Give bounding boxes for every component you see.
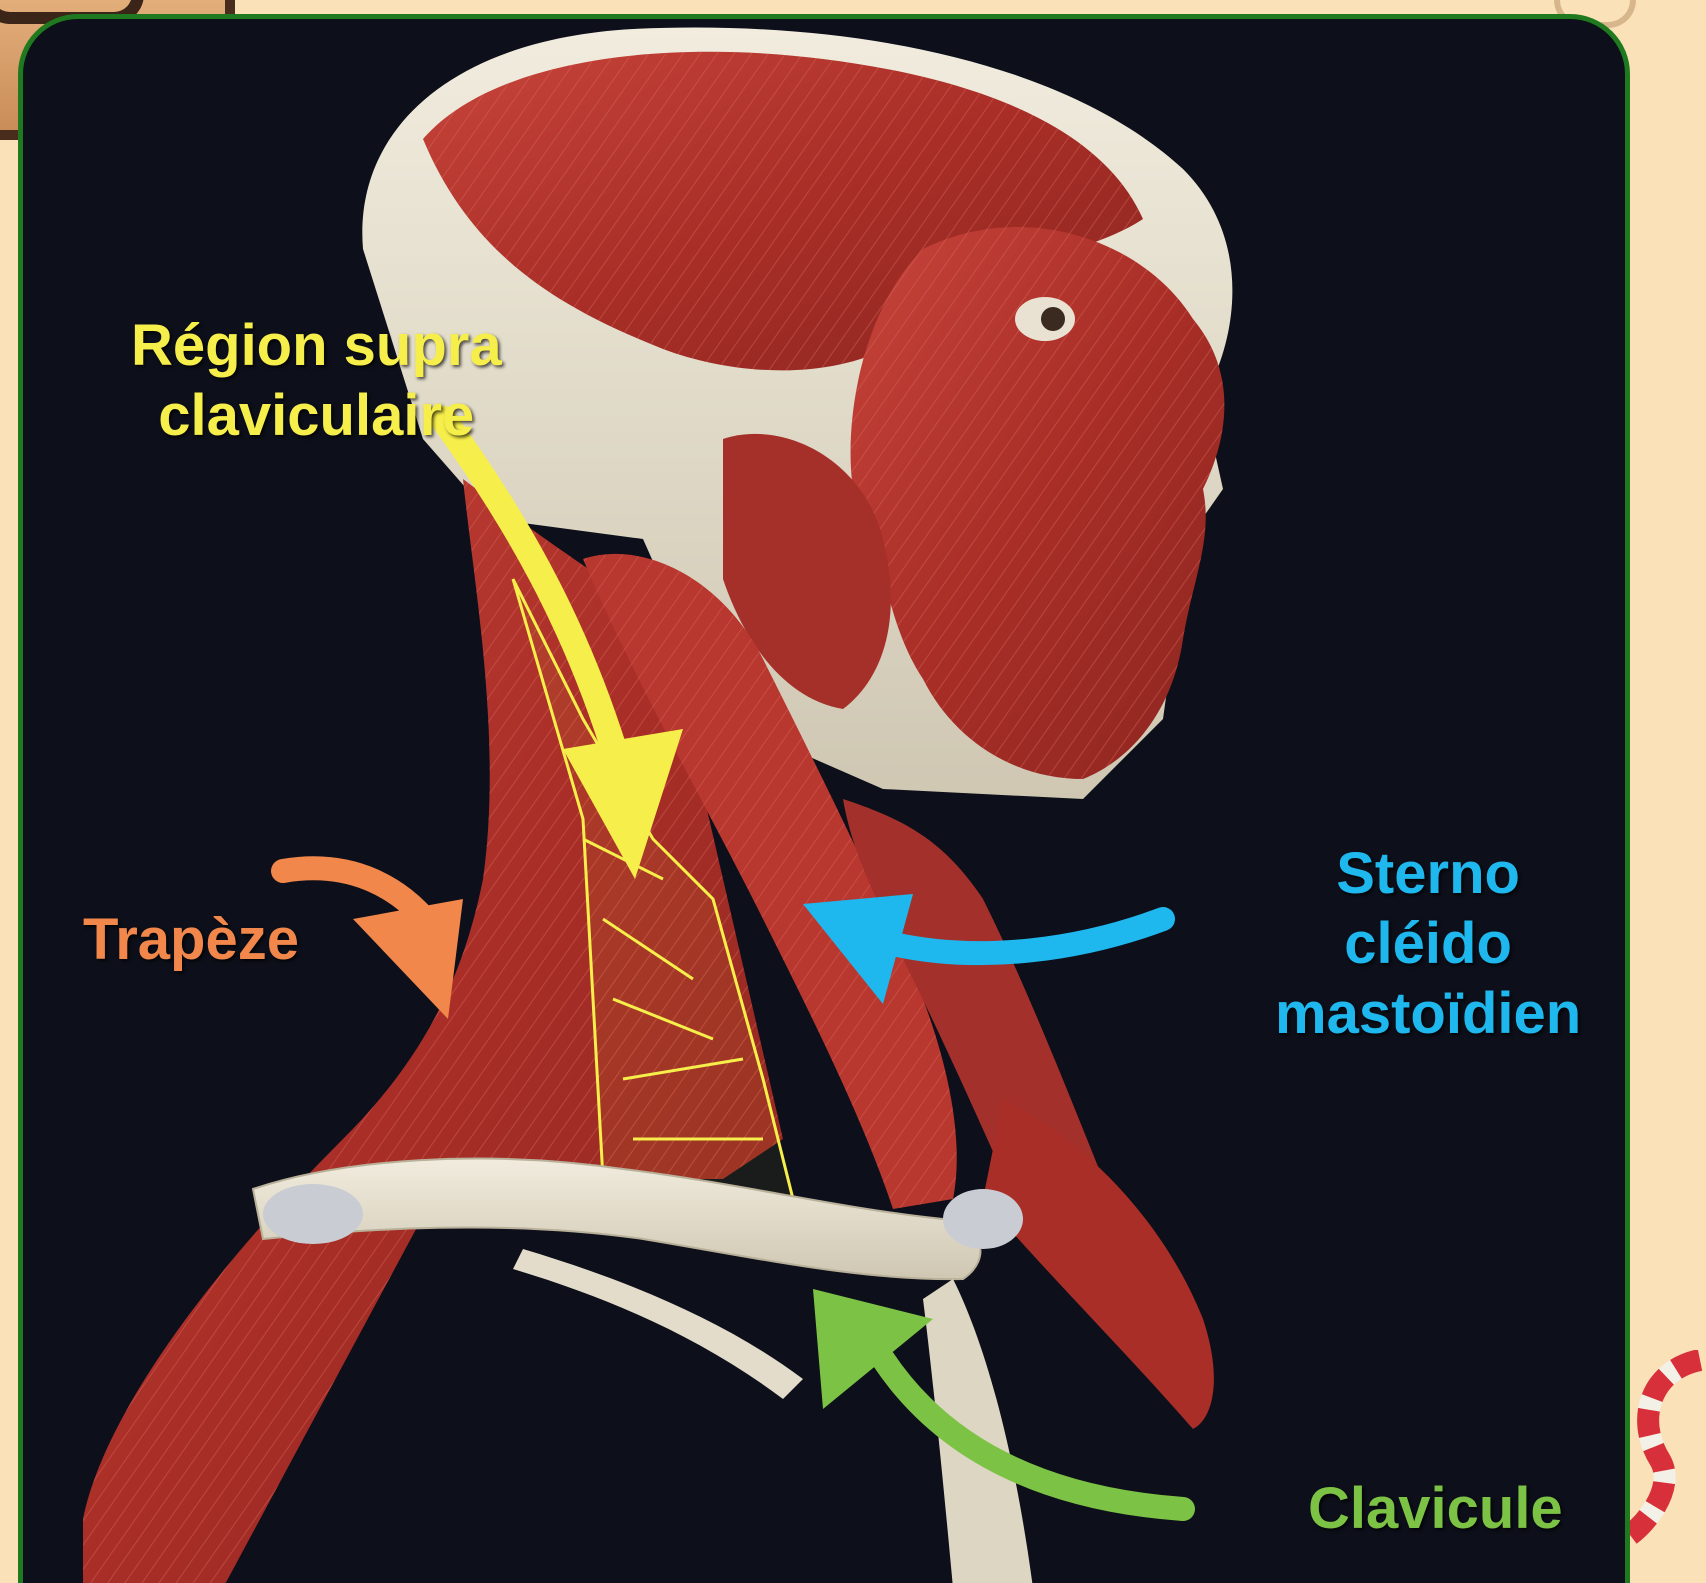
anatomy-figure: Région supra claviculaire Trapèze Sterno… xyxy=(18,14,1630,1583)
pectoral-muscle xyxy=(983,1099,1214,1429)
label-clavicule: Clavicule xyxy=(1308,1474,1563,1544)
tape-measure-icon xyxy=(1630,1350,1706,1550)
acromion-joint xyxy=(263,1184,363,1244)
anatomy-illustration xyxy=(23,19,1630,1583)
label-trapeze: Trapèze xyxy=(83,905,299,975)
label-sterno-cleido-mastoidien: Sterno cléido mastoïdien xyxy=(1275,839,1581,1049)
label-sterno-line3: mastoïdien xyxy=(1275,979,1581,1049)
sternal-joint xyxy=(943,1189,1023,1249)
clavicule-arrow xyxy=(883,1359,1183,1509)
label-region-supra-claviculaire: Région supra claviculaire xyxy=(131,311,502,451)
label-region-line2: claviculaire xyxy=(131,381,502,451)
label-sterno-line1: Sterno xyxy=(1275,839,1581,909)
first-rib xyxy=(513,1249,803,1399)
label-region-line1: Région supra xyxy=(131,311,502,381)
label-sterno-line2: cléido xyxy=(1275,909,1581,979)
